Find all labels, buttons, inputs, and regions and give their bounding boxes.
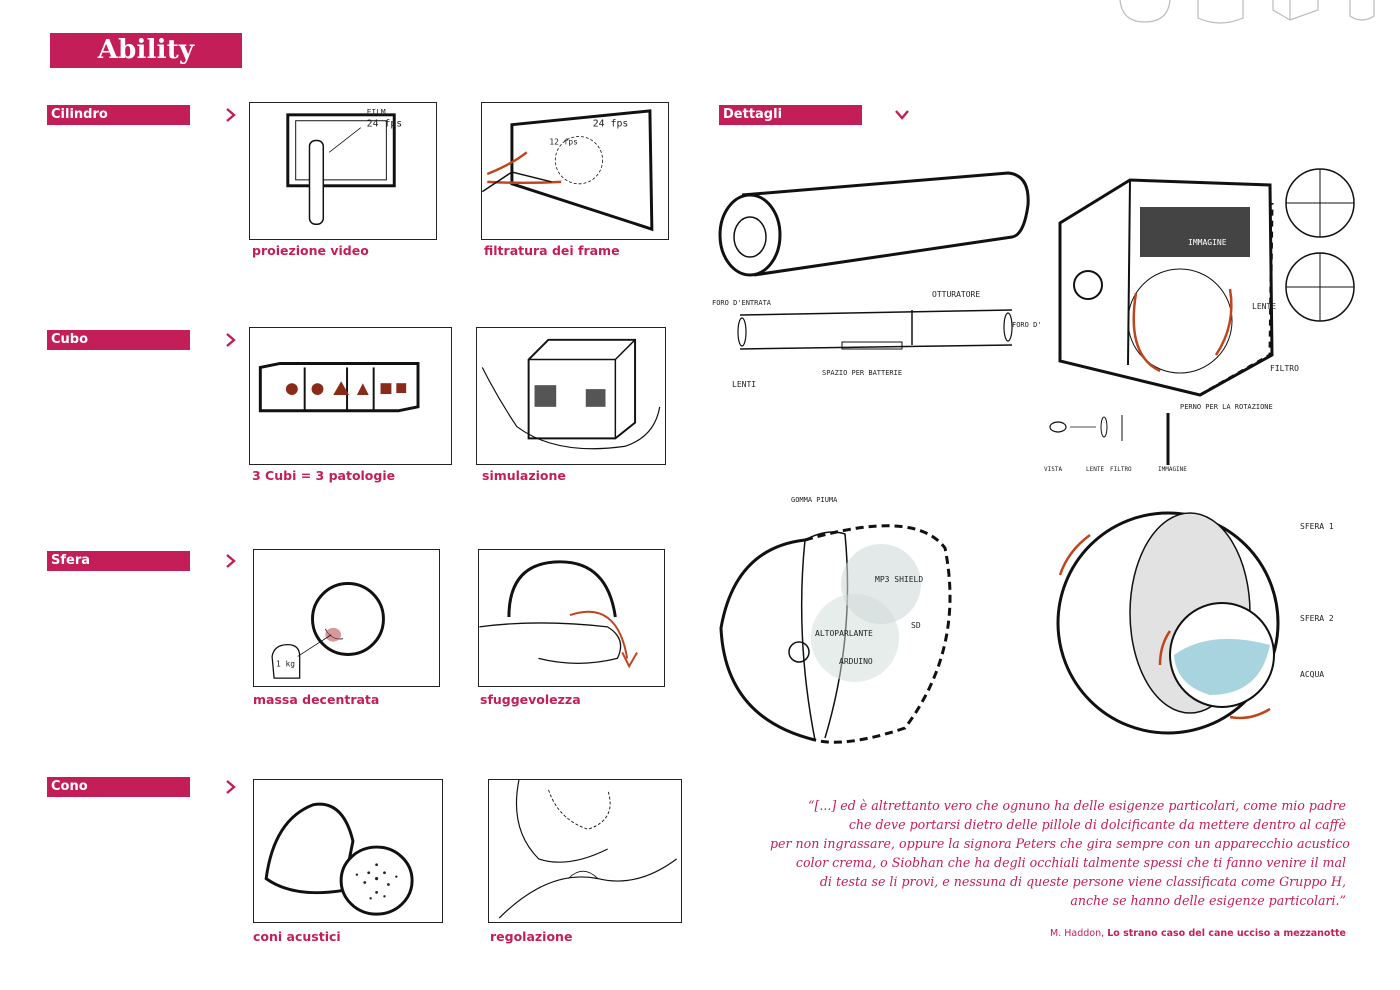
caption-sfuggevolezza: sfuggevolezza [480, 692, 581, 707]
svg-text:SD: SD [911, 621, 921, 630]
sketch-regolazione [488, 779, 682, 923]
caption-coni-acustici: coni acustici [253, 929, 341, 944]
quote-line: anche se hanno delle esigenze particolar… [1070, 893, 1346, 908]
svg-text:ARDUINO: ARDUINO [839, 657, 873, 666]
svg-text:FORO D'USCITA: FORO D'USCITA [1012, 321, 1042, 329]
svg-text:MP3 SHIELD: MP3 SHIELD [875, 575, 923, 584]
sketch-proiezione-video: FILM 24 fps [249, 102, 437, 240]
sketch-simulazione [476, 327, 666, 465]
quote-line: per non ingrassare, oppure la signora Pe… [770, 836, 1350, 851]
shape-icons [1119, 0, 1375, 24]
quote-credit: M. Haddon, Lo strano caso del cane uccis… [1050, 928, 1346, 939]
section-label-dettagli: Dettagli [719, 105, 862, 125]
caption-proiezione-video: proiezione video [252, 243, 369, 258]
quote-line: di testa se li provi, e nessuna di quest… [819, 874, 1346, 889]
svg-text:LENTI: LENTI [732, 380, 756, 389]
svg-text:IMMAGINE: IMMAGINE [1188, 238, 1227, 247]
caption-simulazione: simulazione [482, 468, 566, 483]
sketch-3-cubi [249, 327, 452, 465]
caption-3-cubi: 3 Cubi = 3 patologie [252, 468, 396, 483]
svg-text:ALTOPARLANTE: ALTOPARLANTE [815, 629, 873, 638]
svg-text:LENTE: LENTE [1086, 466, 1104, 473]
chevron-right-icon[interactable] [223, 107, 239, 123]
quote-line: che deve portarsi dietro delle pillole d… [848, 817, 1346, 832]
quote-block: “[...] ed è altrettanto vero che ognuno … [770, 796, 1350, 910]
sketch-sfera-dettaglio-2: SFERA 1 SFERA 2 ACQUA [1056, 511, 1334, 735]
svg-text:SFERA 1: SFERA 1 [1300, 522, 1334, 531]
caption-filtratura-frame: filtratura dei frame [484, 243, 620, 258]
chevron-down-icon[interactable] [894, 107, 910, 123]
sketch-sfera-dettaglio-1: MP3 SHIELD ALTOPARLANTE ARDUINO SD GOMMA… [719, 496, 952, 744]
quote-book-title: Lo strano caso del cane ucciso a mezzano… [1107, 928, 1346, 939]
svg-text:FILTRO: FILTRO [1270, 364, 1299, 373]
section-label-cubo: Cubo [47, 330, 190, 350]
svg-text:SFERA 2: SFERA 2 [1300, 614, 1334, 623]
quote-line: color crema, o Siobhan che ha degli occh… [795, 855, 1346, 870]
sketch-cilindro-dettaglio: OTTURATORE FORO D'ENTRATA FORO D'USCITA … [712, 171, 1042, 389]
svg-text:12 fps: 12 fps [549, 137, 577, 146]
section-label-sfera: Sfera [47, 551, 190, 571]
svg-text:FORO D'ENTRATA: FORO D'ENTRATA [712, 299, 772, 307]
svg-text:FILTRO: FILTRO [1110, 466, 1132, 473]
chevron-right-icon[interactable] [223, 779, 239, 795]
svg-text:IMMAGINE: IMMAGINE [1158, 466, 1187, 473]
caption-massa-decentrata: massa decentrata [253, 692, 380, 707]
svg-text:GOMMA PIUMA: GOMMA PIUMA [791, 496, 838, 504]
quote-line: “[...] ed è altrettanto vero che ognuno … [808, 798, 1346, 813]
chevron-right-icon[interactable] [223, 553, 239, 569]
svg-text:24 fps: 24 fps [593, 119, 629, 130]
section-label-cilindro: Cilindro [47, 105, 190, 125]
caption-regolazione: regolazione [490, 929, 573, 944]
page-title: Ability Boxes [50, 33, 242, 100]
svg-text:ACQUA: ACQUA [1300, 670, 1324, 679]
sketch-coni-acustici [253, 779, 443, 923]
svg-text:24 fps: 24 fps [367, 119, 403, 130]
chevron-right-icon[interactable] [223, 332, 239, 348]
sketch-sfuggevolezza [478, 549, 665, 687]
section-label-cono: Cono [47, 777, 190, 797]
sketch-filtratura-frame: 24 fps 12 fps [481, 102, 669, 240]
svg-text:VISTA: VISTA [1044, 466, 1062, 473]
svg-text:OTTURATORE: OTTURATORE [932, 290, 980, 299]
svg-text:PERNO PER LA ROTAZIONE: PERNO PER LA ROTAZIONE [1180, 403, 1273, 411]
svg-text:LENTE: LENTE [1252, 302, 1276, 311]
quote-author: M. Haddon, [1050, 928, 1105, 939]
sketch-cubo-dettaglio: IMMAGINE LENTE FILTRO PERNO PER LA ROTAZ… [1044, 168, 1355, 473]
svg-text:1 kg: 1 kg [276, 659, 295, 668]
svg-text:FILM: FILM [367, 108, 386, 117]
svg-text:SPAZIO PER BATTERIE: SPAZIO PER BATTERIE [822, 369, 902, 377]
sketch-massa-decentrata: 1 kg [253, 549, 440, 687]
